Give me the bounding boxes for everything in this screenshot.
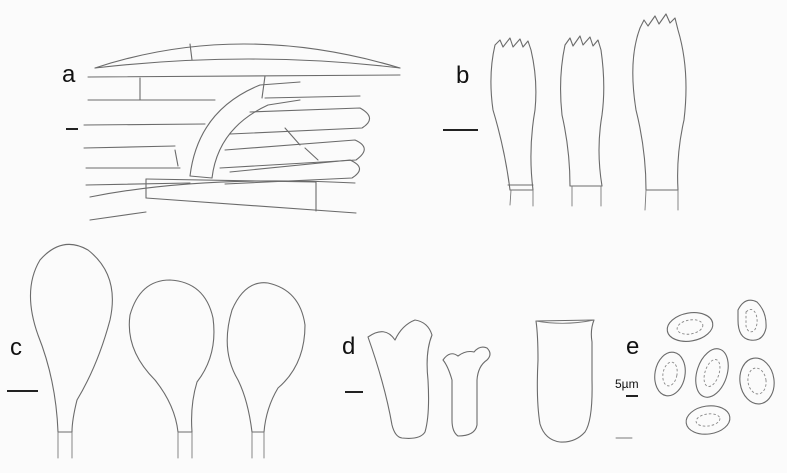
panel-c-label: c <box>10 334 22 361</box>
panel-e-label: e <box>626 333 639 360</box>
panel-d-label: d <box>342 333 355 360</box>
panel-e-scale-text: 5µm <box>615 377 639 391</box>
panel-a-label: a <box>62 61 76 88</box>
panel-b-label: b <box>456 62 469 89</box>
